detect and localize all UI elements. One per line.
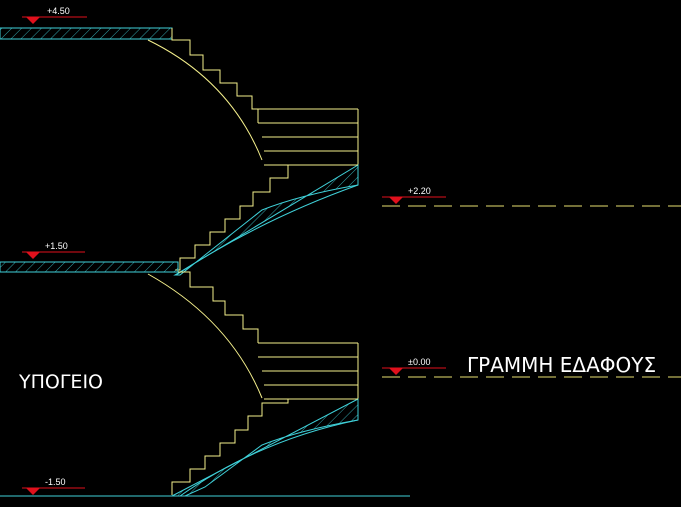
level-marker-ground: ±0.00 <box>382 357 446 375</box>
level-value-ground: ±0.00 <box>408 357 430 367</box>
upper-stair-flight-a <box>147 28 359 165</box>
level-value-bottom: -1.50 <box>45 477 66 487</box>
lower-stair-flight-a <box>147 271 359 399</box>
level-value-upper-right: +2.20 <box>408 186 431 196</box>
level-value-top: +4.50 <box>47 6 70 16</box>
level-marker-bottom: -1.50 <box>22 477 85 495</box>
level-value-mid: +1.50 <box>45 241 68 251</box>
level-marker-mid: +1.50 <box>22 241 85 259</box>
basement-label: ΥΠΟΓΕΙΟ <box>18 371 103 393</box>
ground-line-label: ΓΡΑΜΜΗ ΕΔΑΦΟΥΣ <box>467 353 656 377</box>
upper-stair-flight-b <box>173 164 359 276</box>
top-floor-slab <box>0 27 173 40</box>
level-marker-top: +4.50 <box>22 6 87 24</box>
level-marker-upper-right: +2.20 <box>382 186 446 204</box>
mid-floor-slab <box>0 261 179 273</box>
lower-stair-flight-b <box>171 398 359 497</box>
